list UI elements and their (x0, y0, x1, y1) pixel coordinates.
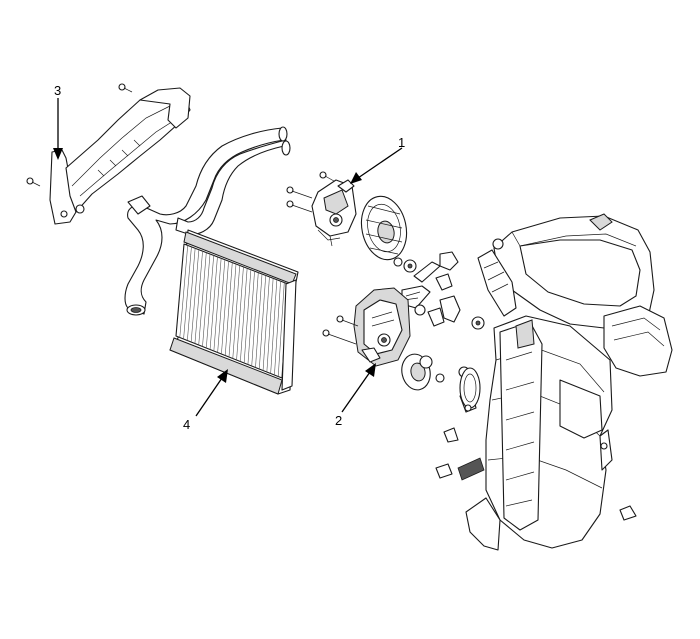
leader-line-4 (195, 369, 228, 417)
heater-core-fin (213, 258, 222, 352)
heater-core-fin (187, 248, 196, 341)
housing-screw (464, 404, 472, 412)
heater-core-fin (270, 279, 278, 374)
heater-core-fin (179, 245, 189, 338)
heater-core-fin (232, 265, 241, 359)
actuator-screw (319, 171, 335, 182)
heater-core-fin (274, 281, 281, 376)
heater-core-fin (228, 263, 237, 358)
heater-core-part (169, 229, 299, 395)
heater-core-fin (236, 266, 244, 361)
housing-clip (435, 463, 453, 479)
heater-unit-housing (459, 213, 673, 551)
actuator-screw (336, 315, 359, 327)
mode-actuator-part (311, 179, 357, 247)
housing-clip (443, 427, 459, 443)
heater-core-fin (247, 271, 255, 365)
heater-core-fin (217, 259, 226, 353)
callout-number-1: 1 (398, 135, 406, 150)
callout-number-3: 3 (54, 83, 62, 98)
heater-core-fin (251, 272, 259, 367)
callout-number-4: 4 (183, 417, 191, 432)
lever-link-part (393, 251, 485, 330)
heater-core-fin (198, 252, 207, 346)
heater-core-fin (262, 276, 270, 371)
gear-cover-part (360, 195, 408, 261)
heater-core-fin (221, 261, 229, 355)
heater-core-fin (266, 278, 274, 373)
actuator-screw (322, 329, 357, 345)
bracket-screw (26, 177, 41, 187)
heater-core-fin (243, 269, 252, 364)
heater-core-fin (190, 249, 200, 343)
heater-core-fin (255, 273, 263, 368)
leader-line-2 (341, 363, 376, 413)
actuator-screw (286, 186, 313, 199)
heater-core-fin (205, 255, 215, 349)
heater-core-fin (183, 246, 192, 340)
pipe-bracket-part (49, 87, 191, 225)
heater-core-fin (258, 275, 267, 370)
heater-core-fin (240, 268, 248, 362)
heater-core-fin (277, 282, 285, 377)
heater-core-fin (202, 253, 211, 347)
heater-core-fin (209, 256, 218, 350)
bracket-screw (118, 83, 133, 93)
heater-core-fin (224, 262, 233, 356)
callout-number-2: 2 (335, 413, 343, 428)
heater-pipes (124, 126, 291, 316)
housing-clip (619, 505, 637, 521)
leader-line-3 (53, 98, 63, 160)
heater-core-fin (194, 251, 203, 344)
leader-line-1 (350, 147, 403, 184)
actuator-screw (286, 200, 313, 213)
housing-clip (457, 457, 485, 481)
temperature-actuator-part (353, 287, 411, 367)
